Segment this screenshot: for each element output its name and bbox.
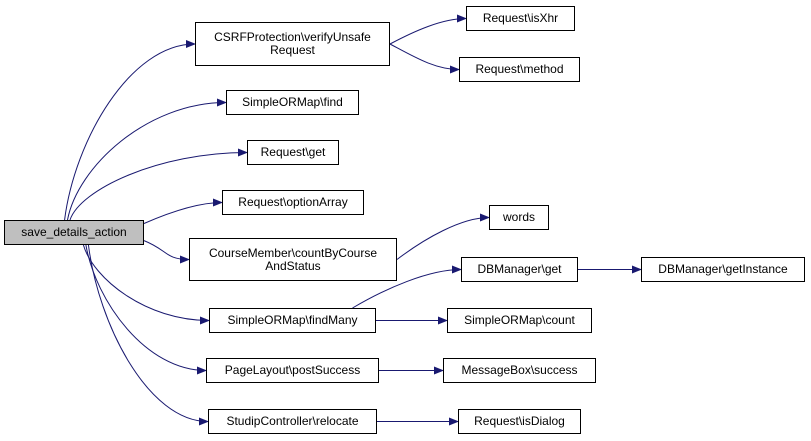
edge-root-to-postsucc (85, 244, 207, 375)
node-request-isxhr[interactable]: Request\isXhr (466, 6, 575, 31)
edge-root-to-optarr (143, 198, 223, 224)
node-csrf-verify-unsafe-request[interactable]: CSRFProtection\verifyUnsafe Request (195, 22, 390, 66)
node-request-get[interactable]: Request\get (247, 140, 339, 165)
node-studipcontroller-relocate[interactable]: StudipController\relocate (208, 409, 377, 434)
node-messagebox-success[interactable]: MessageBox\success (443, 358, 596, 383)
edge-csrf-to-isxhr (389, 14, 467, 45)
node-words[interactable]: words (489, 205, 549, 230)
edge-findmany-to-dbget (352, 265, 462, 309)
node-dbmanager-get[interactable]: DBManager\get (461, 257, 578, 282)
node-request-option-array[interactable]: Request\optionArray (222, 190, 364, 215)
node-request-method[interactable]: Request\method (459, 57, 580, 82)
node-pagelayout-post-success[interactable]: PageLayout\postSuccess (206, 358, 379, 383)
node-simpleormap-find-many[interactable]: SimpleORMap\findMany (209, 308, 376, 333)
edge-root-to-cmcount (143, 240, 190, 264)
node-save-details-action[interactable]: save_details_action (4, 220, 144, 245)
edge-csrf-to-method (389, 43, 460, 74)
edge-root-to-relocate (87, 244, 209, 426)
node-simpleormap-find[interactable]: SimpleORMap\find (226, 90, 359, 115)
edge-root-to-sfind (67, 98, 227, 221)
edge-root-to-csrf (64, 40, 196, 221)
edge-cmcount-to-words (396, 213, 490, 260)
edge-root-to-rget (69, 148, 248, 221)
node-simpleormap-count[interactable]: SimpleORMap\count (447, 308, 592, 333)
node-request-is-dialog[interactable]: Request\isDialog (458, 409, 581, 434)
node-dbmanager-get-instance[interactable]: DBManager\getInstance (641, 257, 805, 282)
node-coursemember-count-by-course-and-status[interactable]: CourseMember\countByCourse AndStatus (189, 238, 397, 281)
